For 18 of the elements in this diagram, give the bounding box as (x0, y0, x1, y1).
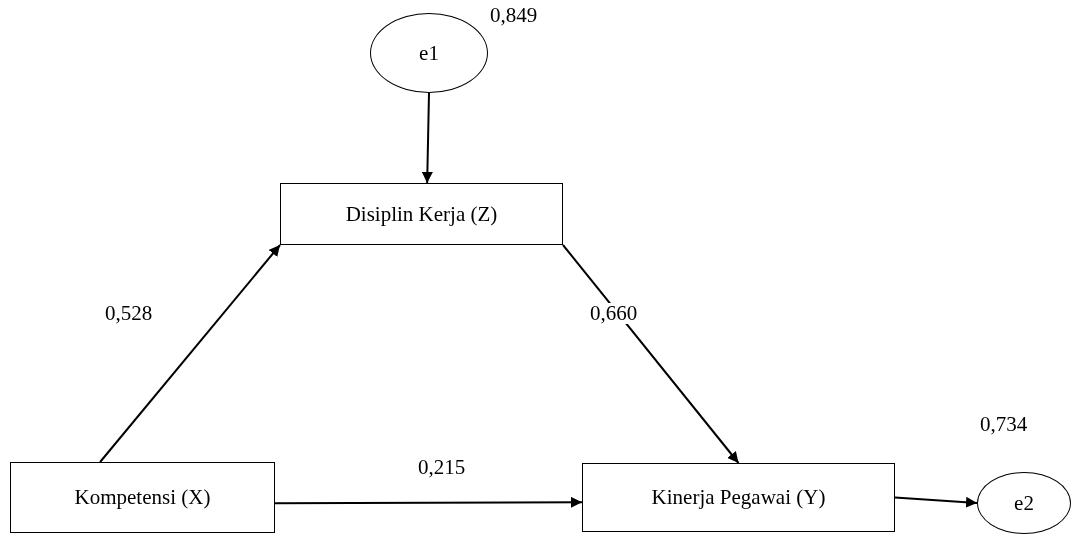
node-label: e1 (419, 40, 439, 66)
arrow (894, 496, 978, 508)
coefficient-label: 0,734 (980, 414, 1028, 435)
edge-label: 0,528 (105, 303, 153, 324)
arrow (421, 92, 433, 184)
node-label: Kinerja Pegawai (Y) (651, 485, 826, 510)
arrow (274, 496, 583, 508)
edge-label: 0,215 (418, 457, 466, 478)
coefficient-label: 0,849 (490, 5, 538, 26)
node-label: Kompetensi (X) (74, 485, 211, 510)
arrow (562, 244, 740, 464)
variable-box (10, 462, 275, 533)
node-label: Disiplin Kerja (Z) (345, 201, 498, 227)
edge-label: 0,660 (590, 303, 638, 324)
arrow (99, 244, 281, 463)
variable-box (582, 463, 895, 532)
variable-box (280, 183, 563, 245)
node-label: e2 (1014, 490, 1034, 516)
